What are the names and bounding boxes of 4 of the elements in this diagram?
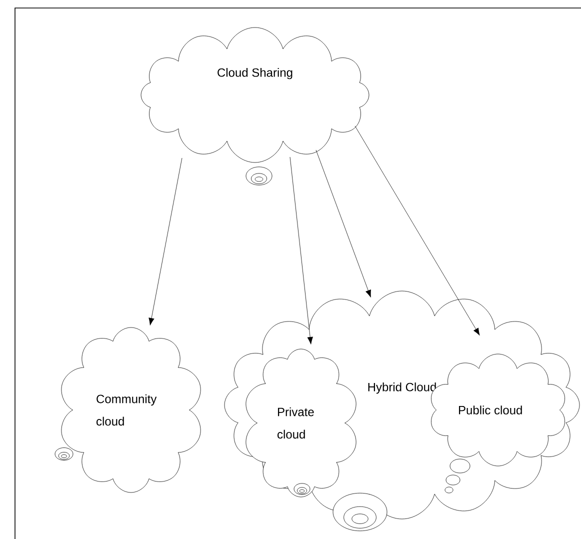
arrow bbox=[148, 158, 182, 326]
arrow bbox=[316, 150, 371, 298]
arrow bbox=[290, 156, 313, 344]
arrow bbox=[354, 126, 480, 336]
